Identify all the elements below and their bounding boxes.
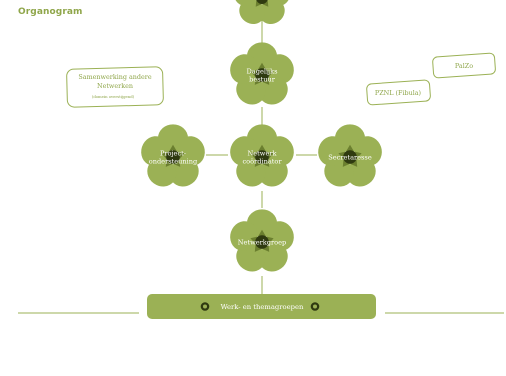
flower-label: bestuur	[249, 75, 276, 83]
samenwerking-line1: Samenwerking andere	[78, 73, 151, 81]
flower-node-projectondersteuning: Project-ondersteuning	[141, 124, 205, 187]
samenwerking-line2: Netwerken	[97, 82, 133, 90]
samenwerking-box: Samenwerking andere Netwerken (domein ov…	[66, 66, 164, 108]
werkgroepen-label: Werk- en themagroepen	[221, 303, 304, 311]
flower-node-secretaresse: Secretaresse	[318, 124, 382, 187]
flower-node-netwerkgroep: Netwerkgroep	[230, 209, 294, 272]
flower-nodes: DagelijksbestuurProject-ondersteuningNet…	[141, 0, 382, 272]
palzo-box: PalZo	[432, 52, 496, 79]
werkgroepen-bar: Werk- en themagroepen	[147, 294, 376, 319]
flower-node-top	[233, 0, 291, 25]
pznl-label: PZNL (Fibula)	[375, 89, 421, 97]
flower-label: ondersteuning	[149, 157, 198, 165]
flower-label: Secretaresse	[328, 153, 372, 161]
flower-center	[255, 68, 269, 82]
flower-center	[255, 150, 269, 164]
flower-center	[343, 150, 357, 164]
flower-center	[166, 150, 180, 164]
palzo-label: PalZo	[455, 62, 473, 70]
flower-petal	[230, 221, 258, 251]
flower-label: Netwerkgroep	[238, 238, 286, 246]
page-title: Organogram	[18, 7, 83, 17]
flower-label: Dagelijks	[247, 67, 279, 75]
flower-petal	[230, 136, 258, 166]
flower-center	[256, 0, 268, 4]
flower-label: coördinator	[242, 157, 282, 165]
flower-petal	[318, 136, 346, 166]
samenwerking-line3: (domein overstijgend)	[92, 94, 135, 99]
flower-petal	[230, 54, 258, 84]
flower-petal	[141, 136, 169, 166]
flower-label: Netwerk	[247, 149, 277, 157]
flower-center	[255, 235, 269, 249]
flower-bullet-right-icon	[310, 302, 320, 311]
flower-bullet-left-icon	[200, 302, 210, 311]
pznl-box: PZNL (Fibula)	[366, 79, 431, 106]
flower-label: Project-	[160, 149, 186, 157]
connector-lines	[18, 14, 504, 314]
